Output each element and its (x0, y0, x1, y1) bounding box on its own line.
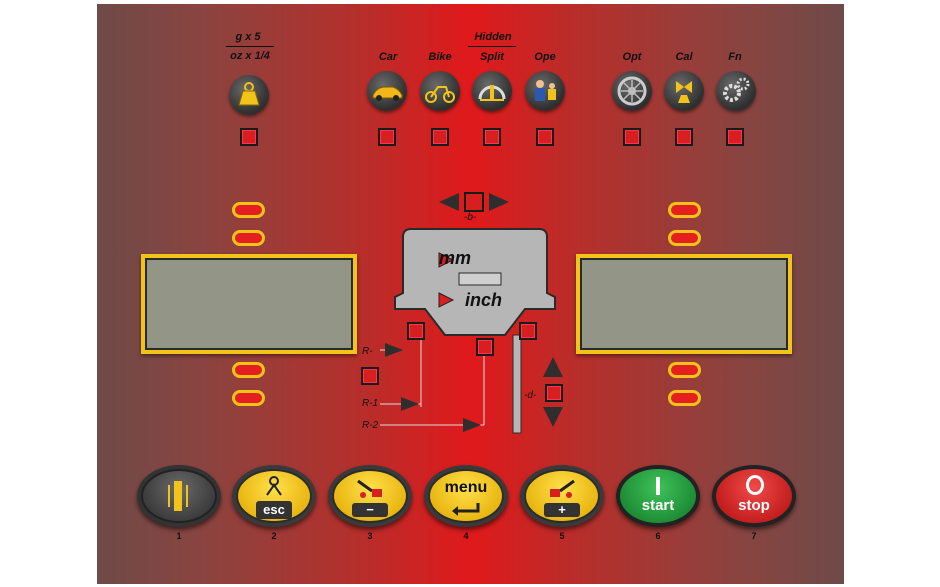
left-outer-indicator-1 (232, 362, 265, 378)
d-up-arrow-icon (543, 357, 563, 377)
esc-label: esc (256, 501, 292, 519)
unit-mm-label: mm (439, 248, 472, 268)
split-wheel-icon (478, 85, 506, 101)
r-arrow-icon (385, 343, 403, 357)
b-led (464, 192, 484, 212)
weight-mode-button[interactable] (229, 75, 269, 115)
button-start[interactable]: start (616, 465, 700, 527)
mode-label-car: Car (378, 51, 398, 63)
mode-label-bike: Bike (428, 51, 452, 63)
minus-label: − (352, 503, 388, 517)
weight-left-icon (357, 479, 382, 498)
weight-icon (238, 82, 260, 106)
button-menu[interactable]: menu (424, 465, 508, 527)
setting-label-fn: Fn (728, 51, 742, 63)
weight-mode-bottom-label: oz x 1/4 (230, 50, 270, 62)
dim-label-r: R- (362, 346, 373, 357)
plus-label: + (544, 503, 580, 517)
button-number-6: 6 (655, 531, 661, 541)
calibration-icon (676, 81, 692, 103)
r1-arrow-icon (401, 397, 419, 411)
button-number-2: 2 (271, 531, 277, 541)
dim-label-r2: R-2 (362, 420, 379, 431)
motorbike-icon (425, 86, 455, 103)
mode-led-split (483, 128, 501, 146)
button-esc[interactable]: esc (232, 465, 316, 527)
right-inner-indicator-2 (668, 230, 701, 246)
hidden-underline (468, 46, 516, 47)
left-inner-indicator-1 (232, 202, 265, 218)
setting-label-opt: Opt (622, 51, 642, 63)
arm-led-center (476, 338, 494, 356)
gears-icon (723, 77, 750, 102)
right-inner-indicator-1 (668, 202, 701, 218)
wheel-rim-icon (617, 76, 647, 106)
setting-led-cal (675, 128, 693, 146)
unit-inch-label: inch (465, 290, 503, 310)
stop-label: stop (738, 497, 770, 514)
mode-button-bike[interactable] (420, 71, 460, 111)
d-down-arrow-icon (543, 407, 563, 427)
setting-button-fn[interactable] (716, 71, 756, 111)
dim-label-b: -b- (464, 212, 477, 223)
d-led (545, 384, 563, 402)
setting-led-fn (726, 128, 744, 146)
right-outer-indicator-1 (668, 362, 701, 378)
button-number-5: 5 (559, 531, 565, 541)
arm-led-left (407, 322, 425, 340)
weight-mode-divider (226, 46, 274, 47)
mode-button-car[interactable] (367, 71, 407, 111)
mode-button-ope[interactable] (525, 71, 565, 111)
weight-mode-top-label: g x 5 (235, 31, 261, 43)
setting-button-opt[interactable] (612, 71, 652, 111)
mode-label-ope: Ope (534, 51, 556, 63)
setting-label-cal: Cal (675, 51, 693, 63)
mode-led-car (378, 128, 396, 146)
start-label: start (641, 497, 675, 514)
left-inner-indicator-2 (232, 230, 265, 246)
setting-button-cal[interactable] (664, 71, 704, 111)
start-icon (656, 477, 660, 495)
button-number-7: 7 (751, 531, 757, 541)
mode-label-split: Split (480, 51, 504, 63)
weight-mode-led (240, 128, 258, 146)
measurement-diagram (380, 192, 563, 434)
width-gauge-icon (168, 481, 188, 511)
r2-arrow-icon (463, 418, 481, 432)
right-display (576, 254, 792, 354)
r-led (361, 367, 379, 385)
weight-right-icon (550, 479, 575, 498)
hidden-label: Hidden (474, 31, 512, 43)
button-width[interactable] (137, 465, 221, 527)
stop-icon (746, 475, 764, 495)
button-number-3: 3 (367, 531, 373, 541)
button-minus[interactable]: − (328, 465, 412, 527)
mode-button-split[interactable] (472, 71, 512, 111)
dim-label-r1: R-1 (362, 398, 379, 409)
mm-arrow-icon (438, 252, 455, 268)
menu-label: menu (444, 479, 488, 496)
mode-led-ope (536, 128, 554, 146)
operator-icon (535, 80, 556, 101)
button-plus[interactable]: + (520, 465, 604, 527)
enter-arrow-icon (452, 503, 480, 516)
inch-arrow-icon (438, 292, 455, 308)
setting-led-opt (623, 128, 641, 146)
left-outer-indicator-2 (232, 390, 265, 406)
car-icon (372, 86, 403, 101)
b-right-arrow-icon (489, 193, 509, 211)
left-display (141, 254, 357, 354)
button-number-1: 1 (176, 531, 182, 541)
button-number-4: 4 (463, 531, 469, 541)
right-outer-indicator-2 (668, 390, 701, 406)
weight-balance-icon (266, 476, 282, 496)
dim-label-d: -d- (524, 390, 537, 401)
b-left-arrow-icon (439, 193, 459, 211)
button-stop[interactable]: stop (712, 465, 796, 527)
mode-led-bike (431, 128, 449, 146)
arm-led-right (519, 322, 537, 340)
